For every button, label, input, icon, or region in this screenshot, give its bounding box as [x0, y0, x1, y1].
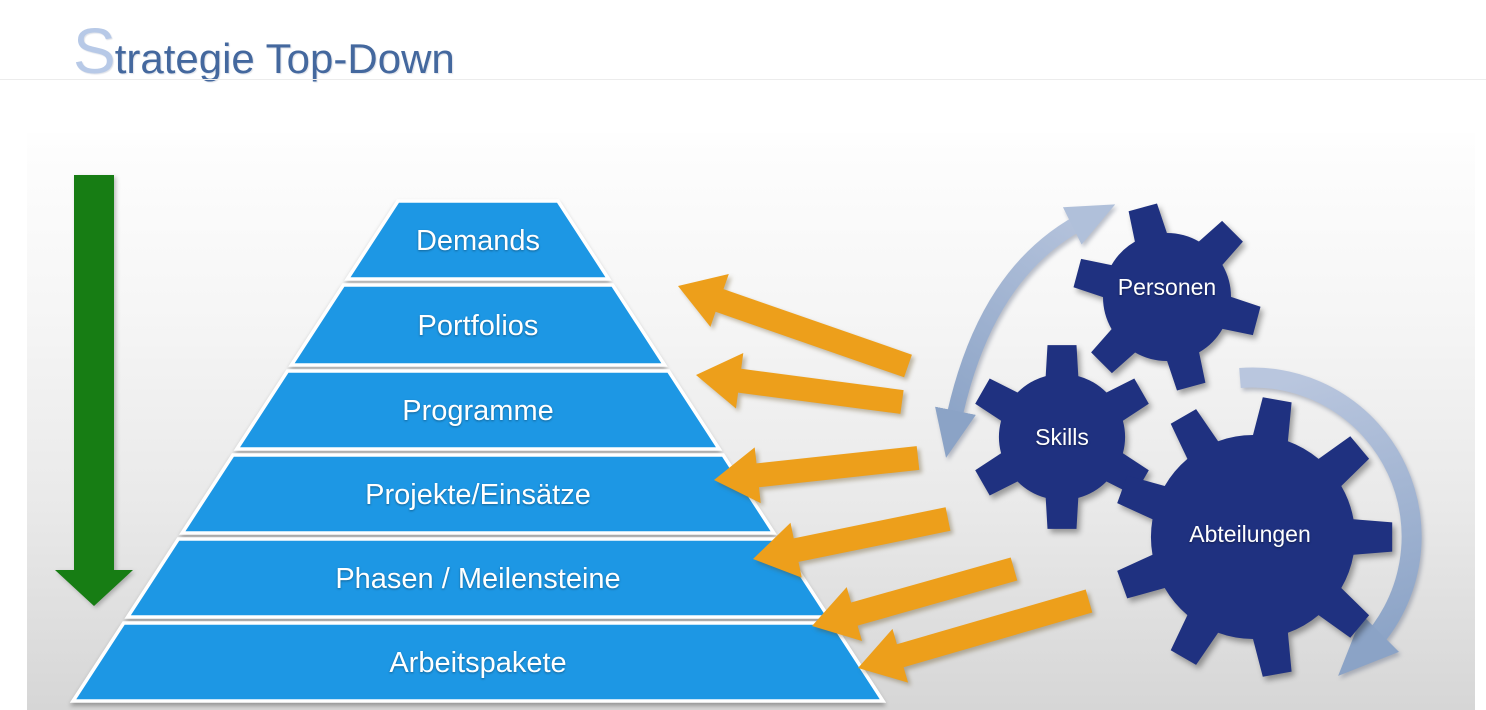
bottom-up-arrow-2-icon [696, 353, 904, 414]
strategy-pyramid [69, 199, 887, 703]
pyramid-label-portfolios: Portfolios [418, 310, 539, 342]
bottom-up-arrow-1-icon [678, 274, 912, 378]
gear-label-abteilungen: Abteilungen [1189, 521, 1311, 547]
page-title: Strategie Top-Down [73, 14, 455, 88]
gear-abteilungen-icon [1117, 397, 1393, 677]
gear-skills-icon [975, 345, 1149, 529]
pyramid-level-demands [344, 199, 612, 281]
bottom-up-arrow-4-icon [753, 507, 951, 578]
top-down-arrow-icon [55, 175, 133, 606]
pyramid-label-projekte: Projekte/Einsätze [365, 479, 591, 511]
pyramid-level-arbeitspakete [69, 621, 887, 703]
bottom-up-arrow-3-icon [714, 446, 920, 504]
gear-label-skills: Skills [1035, 424, 1089, 450]
title-initial-letter: S [73, 15, 116, 87]
pyramid-level-portfolios [288, 283, 668, 367]
gear-label-personen: Personen [1118, 274, 1216, 300]
pyramid-level-projekte-einsaetze [178, 453, 778, 535]
bottom-up-arrow-5-icon [812, 557, 1018, 641]
pyramid-label-arbeitspakete: Arbeitspakete [389, 647, 566, 679]
bottom-up-arrow-6-icon [858, 589, 1093, 683]
labels-group: Demands Portfolios Programme Projekte/Ei… [335, 225, 1310, 679]
gears-group [975, 203, 1393, 677]
top-down-arrow [55, 175, 133, 606]
title-divider [0, 79, 1486, 80]
pyramid-level-programme [233, 369, 723, 451]
feedback-arrows [678, 274, 1093, 683]
pyramid-label-programme: Programme [402, 395, 554, 427]
pyramid-label-phasen: Phasen / Meilensteine [335, 563, 620, 595]
rotation-arrows [935, 204, 1422, 676]
rotation-arrow-left-icon [935, 204, 1116, 458]
title-text: trategie Top-Down [114, 35, 455, 82]
gear-personen-icon [1073, 203, 1261, 391]
rotation-arrow-right-icon [1239, 367, 1422, 676]
pyramid-label-demands: Demands [416, 225, 540, 257]
